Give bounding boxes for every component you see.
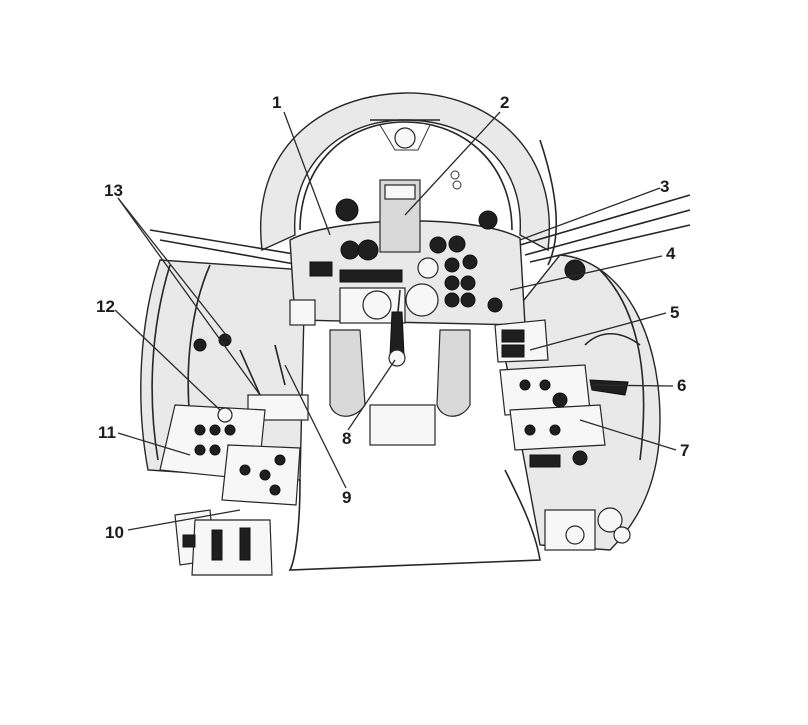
callout-7: 7 [680,441,689,460]
leader-13a [117,197,231,341]
rudder-pedals [329,329,471,446]
callout-8: 8 [342,429,351,448]
leader-11 [117,432,191,456]
leader-9 [284,364,347,489]
leader-7 [579,419,677,451]
right-side-panels [494,259,641,551]
leader-13b [117,197,261,396]
callout-3: 3 [660,177,669,196]
leader-3 [519,187,661,241]
leader-1 [283,111,331,236]
leader-lines [114,111,677,531]
control-stick [388,289,406,367]
callout-12: 12 [96,297,115,316]
leader-12 [114,309,221,411]
callout-1: 1 [272,93,281,112]
leader-4 [509,255,663,291]
callout-labels: 1 2 3 4 5 6 7 8 9 10 11 12 13 [96,93,689,542]
callout-9: 9 [342,488,351,507]
callout-2: 2 [500,93,509,112]
callout-6: 6 [677,376,686,395]
callout-11: 11 [98,423,116,442]
left-side-panels [159,299,316,576]
cockpit-floor [288,469,541,571]
leader-6 [589,384,674,387]
callout-10: 10 [105,523,124,542]
canopy-rails [149,139,691,266]
leader-2 [404,111,501,216]
leader-8 [347,359,396,431]
callout-4: 4 [666,244,676,263]
leader-5 [529,312,667,351]
main-instrument-panel [289,170,526,326]
callout-13: 13 [104,181,123,200]
canopy-frame [260,92,550,252]
leader-10 [127,509,241,531]
callout-5: 5 [670,303,679,322]
